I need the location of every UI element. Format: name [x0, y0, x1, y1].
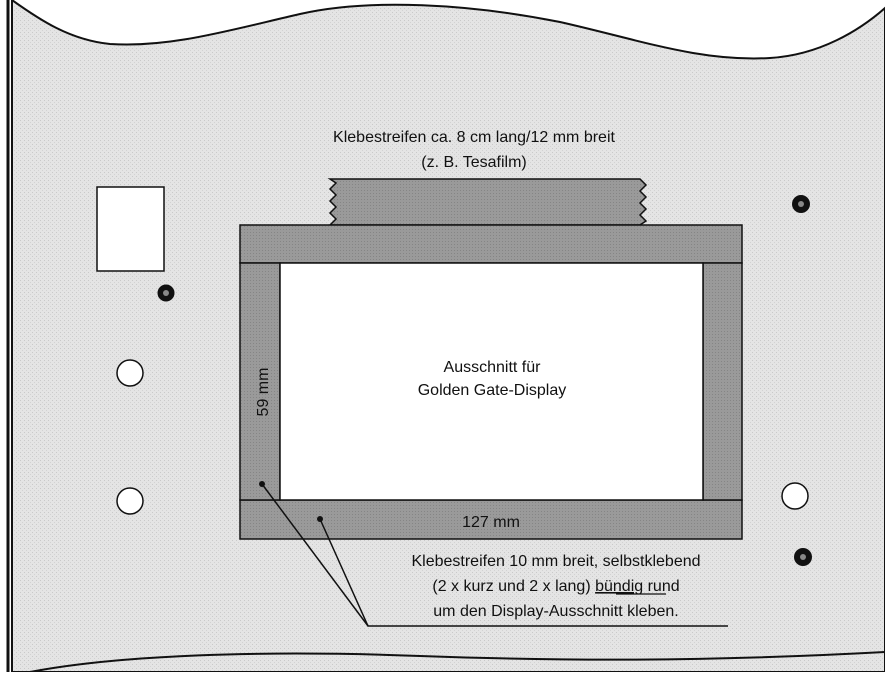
- cutout-label-line2: Golden Gate-Display: [418, 382, 567, 399]
- hole-open-icon: [116, 359, 144, 387]
- hole-open-icon: [116, 487, 144, 515]
- tape-strip-top: [239, 224, 743, 264]
- dimension-height-label: 59 mm: [255, 368, 272, 417]
- hole-filled-icon: [798, 201, 804, 207]
- dimension-width-label: 127 mm: [462, 514, 520, 531]
- top-tape-label-line1: Klebestreifen ca. 8 cm lang/12 mm breit: [333, 129, 615, 146]
- note-line2-pre: (2 x kurz und 2 x lang): [432, 578, 595, 595]
- tape-strip-right: [702, 262, 743, 501]
- note-line2-post: rund: [643, 578, 679, 595]
- note-line2: (2 x kurz und 2 x lang) bündig rund: [432, 578, 679, 595]
- small-rect-cutout: [96, 186, 165, 272]
- top-tape-label-line2: (z. B. Tesafilm): [421, 154, 527, 171]
- display-cutout: [279, 262, 704, 501]
- leader-line-bottom: [319, 518, 728, 627]
- panel-bottom-edge: [29, 651, 885, 673]
- leader-line-left: [261, 483, 369, 627]
- tape-strip-left: [239, 262, 281, 501]
- tape-strip-bottom: [239, 499, 743, 540]
- hole-open-icon: [781, 482, 809, 510]
- hole-filled-icon: [163, 290, 169, 296]
- cutout-label-line1: Ausschnitt für: [444, 359, 542, 376]
- top-holding-tape: [327, 178, 648, 226]
- note-line1: Klebestreifen 10 mm breit, selbstklebend: [411, 553, 700, 570]
- note-line3: um den Display-Ausschnitt kleben.: [433, 603, 678, 620]
- note-line2-underlined: bündig: [595, 578, 643, 595]
- hole-filled-icon: [800, 554, 806, 560]
